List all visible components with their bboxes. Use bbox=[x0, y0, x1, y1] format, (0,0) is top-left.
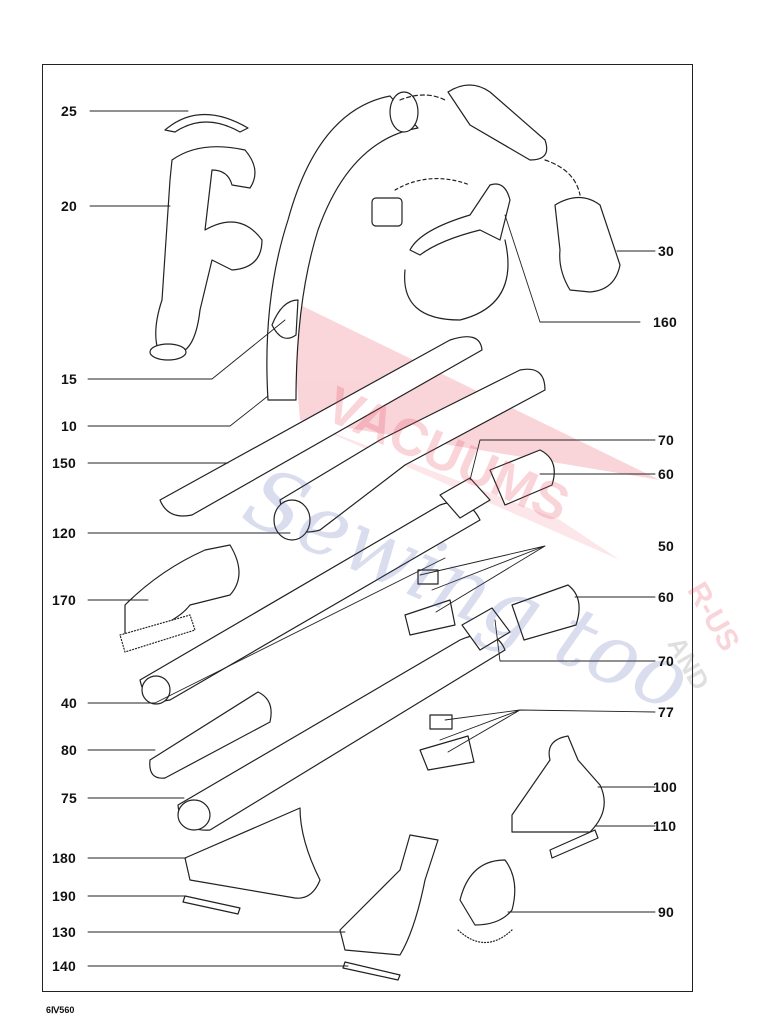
part-150-tube bbox=[159, 336, 483, 517]
part-60a-sleeve bbox=[489, 449, 555, 506]
label-77: 77 bbox=[658, 704, 674, 720]
part-80-nozzle bbox=[149, 691, 272, 779]
diagram-footer-code: 6Ⅳ560 bbox=[46, 1005, 75, 1015]
part-110-strip bbox=[549, 829, 599, 859]
label-25: 25 bbox=[61, 103, 77, 119]
label-110: 110 bbox=[653, 818, 677, 834]
label-70-top: 70 bbox=[658, 432, 674, 448]
part-40-end bbox=[141, 675, 171, 705]
part-160-hose bbox=[409, 183, 511, 256]
part-140-strip bbox=[342, 961, 401, 981]
label-80: 80 bbox=[61, 742, 77, 758]
label-75: 75 bbox=[61, 790, 77, 806]
part-15-slider bbox=[271, 299, 299, 339]
part-50-latch bbox=[404, 599, 456, 636]
part-130-tool bbox=[339, 834, 439, 956]
part-20-handle bbox=[155, 146, 263, 353]
part-100-nozzle bbox=[511, 735, 605, 833]
label-140: 140 bbox=[52, 958, 76, 974]
label-170: 170 bbox=[52, 592, 76, 608]
part-60b-sleeve bbox=[511, 584, 580, 641]
part-190-strip bbox=[182, 895, 241, 915]
part-25-cap bbox=[164, 113, 249, 133]
label-30: 30 bbox=[658, 243, 674, 259]
part-180-floor-tool bbox=[184, 807, 321, 899]
part-77-spring bbox=[429, 714, 453, 730]
part-10-end bbox=[389, 91, 419, 133]
part-20-opening bbox=[149, 343, 187, 361]
leader-lines bbox=[87, 110, 656, 967]
label-15: 15 bbox=[61, 371, 77, 387]
part-30-dashed-link bbox=[544, 159, 581, 196]
label-60-top: 60 bbox=[658, 466, 674, 482]
label-120: 120 bbox=[52, 525, 76, 541]
part-50-spring bbox=[417, 569, 439, 585]
label-190: 190 bbox=[52, 888, 76, 904]
label-10: 10 bbox=[61, 418, 77, 434]
part-160-coil bbox=[394, 177, 471, 191]
label-70-bottom: 70 bbox=[658, 653, 674, 669]
part-30-dashed-link-2 bbox=[399, 94, 446, 101]
part-70b-clip bbox=[461, 607, 511, 651]
part-160-connector bbox=[371, 197, 403, 227]
label-90: 90 bbox=[658, 904, 674, 920]
part-75-end bbox=[177, 799, 211, 831]
label-50: 50 bbox=[658, 538, 674, 554]
part-90-bristles bbox=[457, 929, 513, 943]
label-180: 180 bbox=[52, 850, 76, 866]
diagram-frame bbox=[42, 64, 693, 992]
part-120-end bbox=[273, 499, 311, 541]
part-30-hose-top bbox=[447, 84, 548, 161]
label-40: 40 bbox=[61, 695, 77, 711]
part-70a-clip bbox=[439, 477, 491, 519]
part-30-coupling bbox=[554, 196, 621, 293]
label-60-bottom: 60 bbox=[658, 589, 674, 605]
part-90-brush bbox=[459, 859, 516, 926]
part-160-hose-loop bbox=[404, 239, 509, 321]
label-160: 160 bbox=[653, 314, 677, 330]
part-170-bristles bbox=[119, 614, 196, 653]
label-20: 20 bbox=[61, 198, 77, 214]
label-150: 150 bbox=[52, 455, 76, 471]
label-130: 130 bbox=[52, 924, 76, 940]
label-100: 100 bbox=[653, 779, 677, 795]
